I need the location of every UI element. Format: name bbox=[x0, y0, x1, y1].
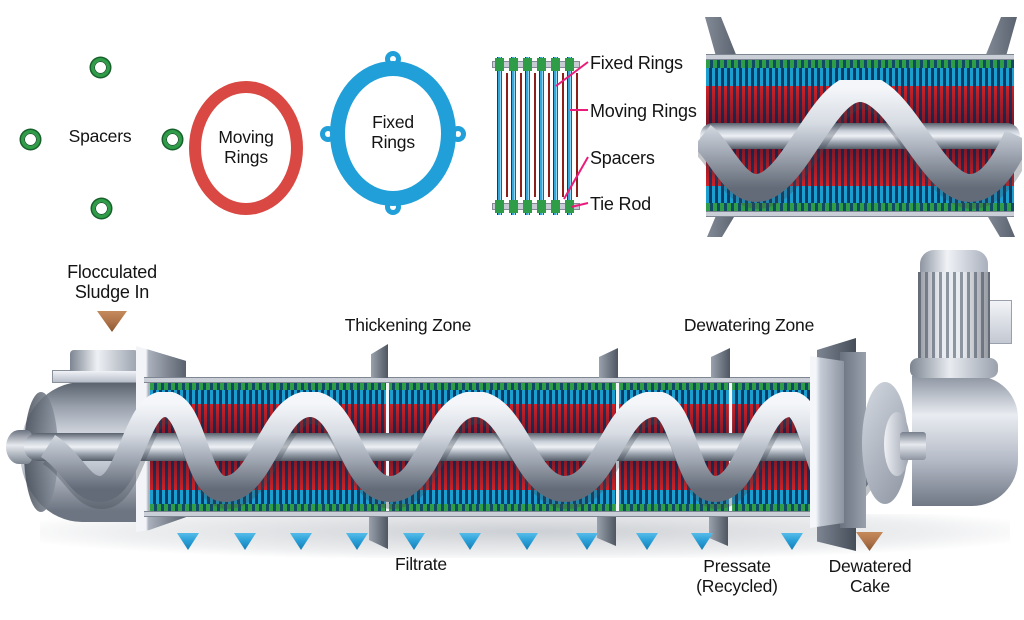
motor-cap bbox=[920, 250, 988, 276]
cutaway-screw-render bbox=[698, 80, 1022, 210]
end-plate-front bbox=[810, 356, 844, 528]
assembly-fixed-rings-label: Fixed Rings bbox=[590, 53, 683, 73]
inlet-plate bbox=[52, 370, 144, 383]
sludge-in-arrow-icon bbox=[97, 311, 127, 332]
cutaway-spacer-band bbox=[706, 60, 1014, 68]
pressate-label: Pressate (Recycled) bbox=[696, 556, 778, 596]
moving-rings-lines bbox=[506, 73, 580, 197]
zone-divider-fin bbox=[709, 517, 728, 546]
motor-flange bbox=[910, 358, 998, 378]
fixed-ring-label: Fixed Rings bbox=[371, 112, 415, 152]
assembly-spacers-label: Spacers bbox=[590, 148, 655, 168]
cutaway-flange bbox=[705, 17, 737, 57]
spacers-legend-label: Spacers bbox=[68, 126, 132, 146]
zone-divider-fin bbox=[371, 344, 388, 378]
zone-divider-fin bbox=[597, 517, 616, 546]
shaft-stub-right bbox=[900, 432, 926, 460]
thickening-zone-label: Thickening Zone bbox=[344, 315, 472, 335]
filtrate-label: Filtrate bbox=[395, 554, 447, 574]
end-plate-rear bbox=[840, 352, 866, 528]
spacer-ring-icon bbox=[92, 199, 111, 218]
cutaway-fixed-ring-band bbox=[706, 68, 1014, 86]
motor-shading bbox=[918, 272, 990, 364]
stack-rail-bottom bbox=[144, 511, 858, 517]
assembly-tie-rod-label: Tie Rod bbox=[590, 194, 651, 214]
spacer-ring-icon bbox=[91, 58, 110, 77]
dewatered-cake-label: Dewatered Cake bbox=[828, 556, 912, 596]
cutaway-flange bbox=[985, 17, 1017, 57]
zone-divider-fin bbox=[369, 517, 388, 549]
cutaway-spacer-band bbox=[706, 203, 1014, 211]
inlet-port bbox=[70, 350, 138, 371]
spacer-ring-icon bbox=[163, 130, 182, 149]
assembly-moving-rings-label: Moving Rings bbox=[590, 101, 697, 121]
spacer-blocks-bottom bbox=[495, 200, 577, 213]
zone-divider-fin bbox=[711, 348, 730, 378]
spacer-ring-icon bbox=[21, 130, 40, 149]
stack-spacer-band-bottom bbox=[150, 504, 854, 511]
cutaway-rail bbox=[706, 54, 1014, 60]
stack-rail-top bbox=[144, 377, 858, 383]
dewatering-zone-label: Dewatering Zone bbox=[683, 315, 815, 335]
screw-conveyor-render bbox=[24, 392, 908, 510]
sludge-in-label: Flocculated Sludge In bbox=[67, 262, 157, 303]
zone-divider-fin bbox=[599, 348, 618, 378]
stack-spacer-band-top bbox=[150, 383, 854, 390]
moving-ring-label: Moving Rings bbox=[218, 127, 274, 167]
spacer-blocks-top bbox=[495, 58, 577, 71]
stack-fixed-ring-band-bottom bbox=[150, 490, 854, 504]
cutaway-rail bbox=[706, 211, 1014, 217]
gearbox bbox=[912, 376, 1018, 506]
